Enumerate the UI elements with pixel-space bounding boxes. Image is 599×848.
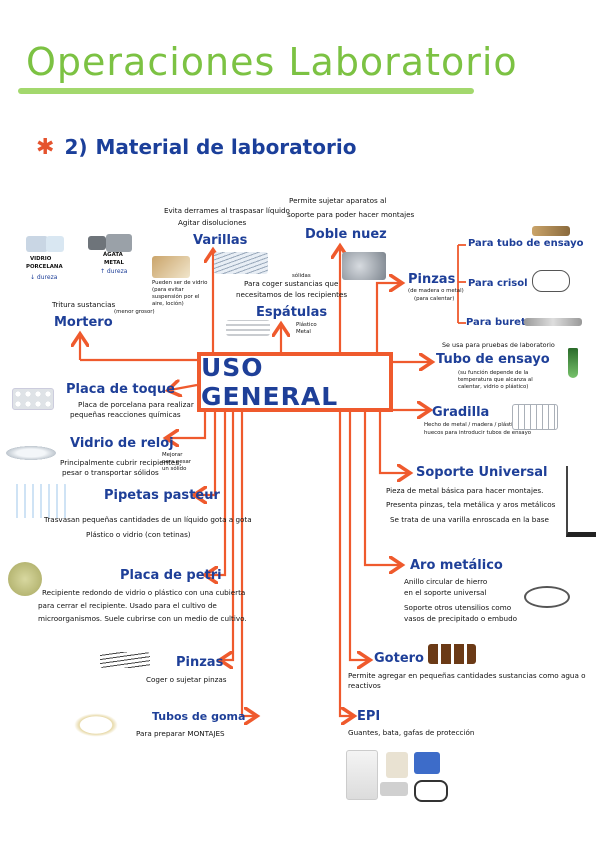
gradilla-image (512, 404, 558, 430)
mortero-porcelana-text: PORCELANA (26, 264, 63, 270)
mortero-desc: Tritura sustancias (52, 300, 116, 309)
placa-toque-image (12, 388, 54, 410)
aro-desc3: Soporte otros utensilios como (404, 603, 512, 612)
gotero-label: Gotero (374, 651, 424, 666)
mortero-metal-image (106, 234, 132, 252)
placa-toque-desc2: pequeñas reacciones químicas (70, 410, 181, 419)
mortero-dureza-down: ↓ dureza (30, 274, 58, 281)
epi-bata-image (346, 750, 378, 800)
tubo-ensayo-label: Tubo de ensayo (436, 352, 550, 367)
pinzas-bottom-desc: Coger o sujetar pinzas (146, 675, 227, 684)
pipetas-desc2: Plástico o vidrio (con tetinas) (86, 530, 191, 539)
varillas-desc1: Evita derrames al traspasar líquido (164, 206, 290, 215)
gradilla-label: Gradilla (432, 405, 490, 420)
tubo-ensayo-desc: (su función depende de la temperatura qu… (458, 370, 533, 390)
placa-petri-image (8, 562, 42, 596)
doble-nuez-label: Doble nuez (305, 227, 387, 242)
placa-toque-label: Placa de toque (66, 382, 175, 397)
placa-petri-desc3: microorganismos. Suele cubrirse con un m… (38, 614, 247, 623)
pinzas-bureta-label: Para bureta (466, 317, 533, 328)
placa-petri-label: Placa de petri (120, 568, 222, 583)
varillas-pic-note: Pueden ser de vidrio (para evitar suspen… (152, 280, 208, 307)
espatulas-desc2: necesitamos de los recipientes (236, 290, 348, 299)
espatulas-desc1: Para coger sustancias que (244, 279, 339, 288)
aro-desc4: vasos de precipitado o embudo (404, 614, 518, 623)
doble-nuez-desc2: soporte para poder hacer montajes (287, 210, 415, 219)
gradilla-desc2: huecos para introducir tubos de ensayo (424, 430, 532, 436)
section-heading: ✱ 2) Material de laboratorio (36, 135, 356, 160)
page-title: Operaciones Laboratorio (26, 40, 518, 84)
epi-guantes-image (386, 752, 408, 778)
soporte-desc1: Pieza de metal básica para hacer montaje… (386, 486, 544, 495)
mortero-label: Mortero (54, 315, 113, 330)
section-number: 2) (64, 135, 88, 159)
asterisk-icon: ✱ (36, 135, 55, 160)
section-title: Material de laboratorio (95, 135, 357, 159)
gotero-desc: Permite agregar en pequeñas cantidades s… (348, 671, 586, 690)
varillas-label: Varillas (193, 233, 248, 248)
soporte-label: Soporte Universal (416, 465, 548, 480)
vidrio-reloj-note: Mejorar para pesar un sólido (162, 452, 192, 472)
placa-petri-desc2: para cerrar el recipiente. Usado para el… (38, 601, 217, 610)
mortero-porcelana-image (46, 236, 64, 252)
pinzas-bureta-image (524, 318, 582, 326)
epi-guantes-azules-image (414, 752, 440, 774)
pinzas-crisol-label: Para crisol (468, 278, 528, 289)
espatulas-note-side: Plástico Metal (296, 322, 317, 335)
mortero-agata-image (88, 236, 106, 250)
epi-desc: Guantes, bata, gafas de protección (348, 728, 475, 737)
pinzas-bottom-image (100, 652, 150, 668)
pipetas-image (10, 484, 68, 518)
gotero-image (428, 644, 476, 664)
pipetas-desc1: Trasvasan pequeñas cantidades de un líqu… (44, 515, 252, 524)
pinzas-tubo-image (532, 226, 570, 236)
pinzas-bottom-label: Pinzas (176, 655, 224, 670)
doble-nuez-image (342, 252, 386, 280)
mortero-desc-small: (menor grosor) (114, 309, 155, 315)
espatulas-note-top: sólidas (292, 273, 311, 279)
tubos-goma-label: Tubos de goma (152, 710, 246, 723)
title-underline (18, 88, 474, 94)
central-topic: USO GENERAL (197, 352, 393, 412)
vidrio-reloj-image (6, 446, 56, 460)
pinzas-tubo-label: Para tubo de ensayo (468, 238, 584, 249)
aro-desc1: Anillo circular de hierro (404, 577, 488, 586)
soporte-desc3: Se trata de una varilla enroscada en la … (390, 515, 549, 524)
varillas-desc2: Agitar disoluciones (178, 218, 247, 227)
epi-gafas-image (380, 782, 408, 796)
epi-label: EPI (357, 709, 381, 724)
aro-image (524, 586, 570, 608)
placa-petri-desc1: Recipiente redondo de vidrio o plástico … (42, 588, 246, 597)
soporte-image (566, 466, 596, 537)
vidrio-reloj-desc1: Principalmente cubrir recipientes, (60, 458, 182, 467)
gradilla-desc1: Hecho de metal / madera / plástico con (424, 422, 531, 428)
pipetas-label: Pipetas pasteur (104, 488, 220, 503)
mortero-vidrio-image (26, 236, 48, 252)
placa-toque-desc1: Placa de porcelana para realizar (78, 400, 194, 409)
pinzas-top-sub: (de madera o metal) (408, 288, 464, 294)
soporte-desc2: Presenta pinzas, tela metálica y aros me… (386, 500, 556, 509)
doble-nuez-desc1: Permite sujetar aparatos al (289, 196, 387, 205)
espatulas-label: Espátulas (256, 305, 328, 320)
tubo-ensayo-image (568, 348, 578, 378)
varillas-image (152, 256, 190, 278)
aro-desc2: en el soporte universal (404, 588, 487, 597)
pinzas-top-sub2: (para calentar) (414, 296, 455, 302)
vidrio-reloj-label: Vidrio de reloj (70, 436, 174, 451)
mortero-agata-text: ÁGATA (103, 252, 123, 258)
mortero-metal-text: METAL (104, 260, 124, 266)
mortero-dureza-up: ↑ dureza (100, 268, 128, 275)
espatulas-image (226, 320, 270, 336)
tubos-goma-desc: Para preparar MONTAJES (136, 729, 225, 738)
pinzas-top-label: Pinzas (408, 272, 456, 287)
tubos-goma-image (68, 710, 124, 740)
mortero-vidrio-text: VIDRIO (30, 256, 52, 262)
epi-gafas-proteccion-image (414, 780, 448, 802)
varillas-glass-image (214, 252, 268, 274)
tubo-ensayo-note: Se usa para pruebas de laboratorio (442, 341, 555, 349)
aro-label: Aro metálico (410, 558, 503, 573)
pinzas-crisol-image (532, 270, 570, 292)
vidrio-reloj-desc2: pesar o transportar sólidos (62, 468, 159, 477)
